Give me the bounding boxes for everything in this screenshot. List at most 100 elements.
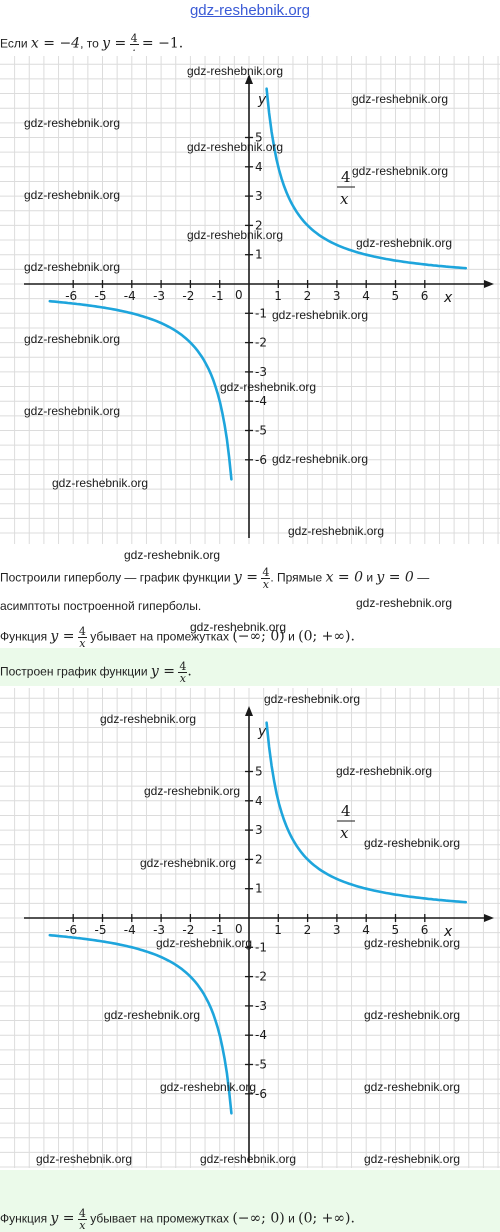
text1-and: и: [366, 570, 374, 585]
band1-frac-den: x: [179, 672, 186, 685]
watermark: gdz-reshebnik.org: [352, 164, 449, 178]
x-tick-label: -5: [95, 289, 107, 303]
x-tick-label: -3: [153, 923, 165, 937]
watermark: gdz-reshebnik.org: [220, 380, 317, 394]
watermark: gdz-reshebnik.org: [36, 1152, 133, 1166]
intro-frac-num: 4: [129, 32, 139, 45]
text2-frac-den: x: [79, 637, 86, 650]
y-tick-label: 2: [255, 852, 263, 866]
watermark: gdz-reshebnik.org: [364, 936, 461, 950]
y-axis-label: y: [257, 92, 267, 108]
y-axis-arrow: [245, 706, 253, 716]
site-title-link[interactable]: gdz-reshebnik.org: [189, 2, 311, 19]
band2-b: убывает на промежутках: [90, 1211, 229, 1226]
x-tick-label: -2: [182, 923, 194, 937]
band2-eq-lhs: y =: [50, 1210, 75, 1227]
x-tick-label: 3: [333, 289, 341, 303]
x-tick-label: 2: [304, 289, 312, 303]
band2-int2: (0; +∞).: [298, 1210, 355, 1227]
x-axis-label: x: [443, 290, 453, 306]
y-tick-label: 1: [255, 882, 263, 896]
watermark: gdz-reshebnik.org: [24, 260, 121, 274]
intro-condition: x = −4: [30, 35, 81, 52]
watermark: gdz-reshebnik.org: [288, 524, 385, 538]
y-tick-label: -4: [255, 394, 267, 408]
watermark: gdz-reshebnik.org: [272, 452, 369, 466]
intro-frac-den: ·: [132, 44, 136, 57]
band2-frac-den: x: [79, 1219, 86, 1232]
origin-label: 0: [235, 922, 243, 936]
watermark: gdz-reshebnik.org: [144, 784, 241, 798]
watermark: gdz-reshebnik.org: [160, 1080, 257, 1094]
watermark: gdz-reshebnik.org: [364, 1152, 461, 1166]
text1-eq-lhs: y =: [233, 569, 258, 586]
x-axis-arrow: [484, 914, 494, 922]
watermark: gdz-reshebnik.org: [264, 692, 361, 706]
y-axis-label: y: [257, 724, 267, 740]
watermark: gdz-reshebnik.org: [356, 596, 453, 610]
intro-line: Если x = −4, то y = 4· = −1.: [0, 33, 183, 56]
y-tick-label: 4: [255, 160, 263, 174]
text2-eq-lhs: y =: [50, 628, 75, 645]
watermark: gdz-reshebnik.org: [364, 1008, 461, 1022]
watermark: gdz-reshebnik.org: [364, 836, 461, 850]
watermark: gdz-reshebnik.org: [24, 116, 121, 130]
hyperbola-branch-left: [48, 299, 233, 481]
watermark: gdz-reshebnik.org: [272, 308, 369, 322]
band2-int1: (−∞; 0): [232, 1210, 285, 1227]
band1-frac-num: 4: [178, 660, 188, 673]
x-tick-label: 1: [274, 923, 282, 937]
y-tick-label: 4: [255, 794, 263, 808]
x-tick-label: 6: [421, 289, 429, 303]
y-tick-label: 1: [255, 248, 263, 262]
text1-a: Построили гиперболу — график функции: [0, 570, 231, 585]
watermark: gdz-reshebnik.org: [24, 188, 121, 202]
y-tick-label: -2: [255, 336, 267, 350]
x-tick-label: -1: [212, 923, 224, 937]
watermark: gdz-reshebnik.org: [200, 1152, 297, 1166]
curve-label-denominator: x: [340, 190, 349, 208]
x-tick-label: 4: [362, 289, 370, 303]
y-tick-label: -4: [255, 1028, 267, 1042]
x-tick-label: 2: [304, 923, 312, 937]
text2-b: убывает на промежутках: [90, 629, 229, 644]
text1-frac-den: x: [262, 578, 269, 591]
intro-mid: , то: [80, 36, 99, 51]
watermark: gdz-reshebnik.org: [24, 332, 121, 346]
band1-a: Построен график функции: [0, 664, 148, 679]
x-tick-label: 4: [362, 923, 370, 937]
y-tick-label: 5: [255, 765, 263, 779]
watermark: gdz-reshebnik.org: [364, 1080, 461, 1094]
watermark: gdz-reshebnik.org: [24, 404, 121, 418]
x-tick-label: -3: [153, 289, 165, 303]
band1-dot: .: [187, 663, 192, 680]
band2-a: Функция: [0, 1211, 48, 1226]
hyperbola-branch-right: [265, 721, 468, 904]
hyperbola-branch-left: [48, 933, 233, 1115]
curve-label-numerator: 4: [341, 802, 351, 820]
y-tick-label: 2: [255, 218, 263, 232]
y-tick-label: -5: [255, 1058, 267, 1072]
y-tick-label: 3: [255, 823, 263, 837]
watermark: gdz-reshebnik.org: [140, 856, 237, 870]
text2-int1: (−∞; 0): [232, 628, 285, 645]
text1-x0: x = 0: [325, 569, 363, 586]
origin-label: 0: [235, 288, 243, 302]
watermark: gdz-reshebnik.org: [124, 548, 221, 562]
text2-frac-num: 4: [77, 625, 87, 638]
watermark: gdz-reshebnik.org: [52, 476, 149, 490]
y-tick-label: -5: [255, 424, 267, 438]
text2-a: Функция: [0, 629, 48, 644]
y-tick-label: -6: [255, 1087, 267, 1101]
y-tick-label: -1: [255, 940, 267, 954]
y-tick-label: 5: [255, 131, 263, 145]
x-tick-label: 3: [333, 923, 341, 937]
x-tick-label: -5: [95, 923, 107, 937]
watermark: gdz-reshebnik.org: [356, 236, 453, 250]
